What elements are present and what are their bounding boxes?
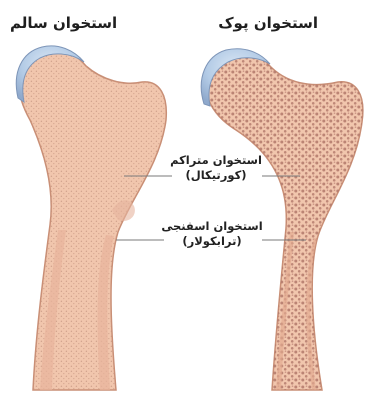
trabecular-label-line2: (ترابکولار): [160, 234, 264, 249]
osteoporotic-bone-title: استخوان پوک: [218, 14, 318, 32]
cortical-label-line1: استخوان متراکم: [168, 153, 264, 168]
healthy-femur-texture: [19, 48, 166, 390]
trabecular-label-line1: استخوان اسفنجی: [160, 219, 264, 234]
healthy-femur: [16, 46, 166, 390]
cortical-bone-label: استخوان متراکم (کورتیکال): [168, 153, 264, 183]
trabecular-bone-label: استخوان اسفنجی (ترابکولار): [160, 219, 264, 249]
cortical-label-line2: (کورتیکال): [168, 168, 264, 183]
healthy-bone-title: استخوان سالم: [10, 14, 117, 32]
